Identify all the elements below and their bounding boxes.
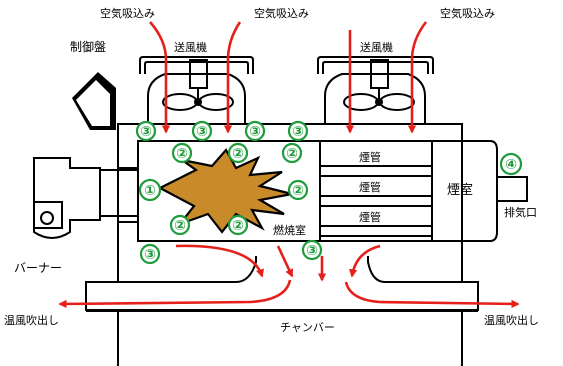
control-panel-label: 制御盤 (70, 39, 106, 54)
burner-label: バーナー (14, 261, 62, 275)
marker-4: ④ (499, 152, 523, 176)
marker-2: ② (227, 214, 249, 236)
svg-text:③: ③ (249, 124, 261, 140)
smoke-chamber (431, 140, 498, 242)
smoke-tube-label-3: 煙管 (359, 210, 381, 224)
warm-air-right-label: 温風吹出し (484, 313, 539, 327)
svg-text:②: ② (286, 146, 298, 162)
marker-2: ② (227, 142, 249, 164)
svg-text:③: ③ (196, 124, 208, 140)
marker-1: ① (138, 178, 162, 202)
marker-2: ② (171, 142, 193, 164)
warm-air-left-label: 温風吹出し (4, 313, 59, 327)
control-panel (72, 72, 116, 130)
marker-3: ③ (139, 243, 161, 265)
marker-3: ③ (301, 239, 323, 261)
svg-text:②: ② (232, 218, 244, 234)
blower-right-label: 送風機 (360, 40, 393, 54)
marker-3: ③ (287, 120, 309, 142)
svg-text:②: ② (292, 183, 304, 199)
svg-text:③: ③ (140, 124, 152, 140)
smoke-tube-label-1: 煙管 (359, 150, 381, 164)
svg-text:④: ④ (505, 157, 517, 173)
blower-right (317, 56, 434, 124)
air-intake-center-label: 空気吸込み (254, 6, 309, 20)
marker-2: ② (281, 142, 303, 164)
marker-2: ② (169, 214, 191, 236)
marker-2: ② (287, 179, 309, 201)
exhaust-port-label: 排気口 (504, 205, 537, 219)
burner (33, 157, 139, 239)
exhaust-port (496, 176, 528, 202)
marker-3: ③ (244, 120, 266, 142)
blower-left-label: 送風機 (174, 40, 207, 54)
chamber (85, 281, 479, 366)
svg-text:③: ③ (144, 247, 156, 263)
airflow-arrows (58, 21, 520, 309)
marker-3: ③ (135, 120, 157, 142)
svg-text:②: ② (176, 146, 188, 162)
marker-3: ③ (191, 120, 213, 142)
svg-text:③: ③ (306, 243, 318, 259)
air-intake-right-label: 空気吸込み (440, 6, 495, 20)
svg-text:②: ② (232, 146, 244, 162)
svg-text:③: ③ (292, 124, 304, 140)
combustion-chamber-label: 燃焼室 (273, 223, 306, 237)
air-intake-left-label: 空気吸込み (100, 6, 155, 20)
fan-icon (162, 93, 198, 111)
smoke-tube-label-2: 煙管 (359, 180, 381, 194)
smoke-chamber-label: 煙室 (447, 182, 473, 198)
svg-text:①: ① (144, 183, 156, 199)
blower-left (139, 56, 254, 124)
svg-text:②: ② (174, 218, 186, 234)
chamber-label: チャンバー (280, 321, 335, 334)
